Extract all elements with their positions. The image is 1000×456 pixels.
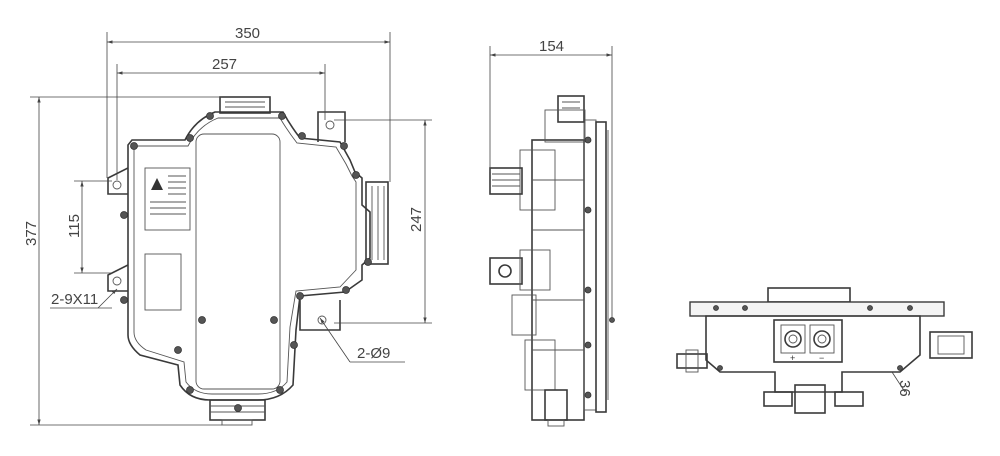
terminal-box: [773, 319, 843, 363]
front-inner-panel: [195, 133, 281, 390]
nameplate-blank: [144, 253, 182, 311]
front-view: [107, 96, 389, 426]
side-cover: [595, 121, 607, 413]
terminal-negative-label: −: [819, 353, 824, 363]
bottom-lower-connector-left: [763, 391, 793, 407]
dim-slot-spec: 2-9X11: [51, 291, 98, 308]
right-connector: [365, 181, 389, 265]
front-housing-outline: [127, 111, 371, 401]
right-side-connector: [929, 331, 973, 359]
top-connector: [219, 96, 271, 114]
bottom-lower-connector-right: [834, 391, 864, 407]
side-dimensions: 154: [489, 38, 613, 318]
dim-slot-pitch: 115: [66, 214, 83, 238]
bottom-top-plate: [767, 287, 851, 303]
terminal-positive-label: +: [790, 353, 795, 363]
dim-side-depth: 154: [539, 38, 564, 55]
bottom-body: [705, 315, 921, 393]
left-mount-ear-top: [107, 167, 129, 195]
bottom-flange: [689, 301, 945, 317]
dim-bottom-detail: 36: [896, 380, 913, 397]
bottom-bolts: [713, 305, 913, 371]
left-mount-ear-bottom: [107, 264, 129, 292]
side-bottom-connector: [544, 389, 568, 421]
side-view: [489, 95, 615, 427]
side-bracket-top: [489, 167, 523, 195]
side-body: [531, 139, 585, 421]
side-bolts: [584, 136, 615, 399]
front-bolts: [120, 112, 372, 412]
dim-height-overall: 377: [23, 221, 40, 246]
bottom-lower-connector-mid: [794, 384, 826, 414]
right-mount-ear-top: [317, 111, 346, 142]
right-mount-ear-bottom: [299, 300, 341, 331]
side-top-connector: [557, 95, 585, 123]
terminal-negative: [813, 330, 831, 348]
side-bracket-bottom: [489, 257, 523, 285]
dim-width-mount: 257: [212, 56, 237, 73]
terminal-positive: [784, 330, 802, 348]
left-side-connector: [676, 353, 708, 369]
front-dimensions: 350 257 377 247 115 2-9X11 2-Ø9: [23, 25, 432, 426]
warning-triangle-icon: [151, 178, 163, 190]
dim-height-mount: 247: [408, 207, 425, 232]
warning-label: [144, 167, 191, 231]
bottom-view: + − 36: [676, 287, 973, 414]
dim-width-overall: 350: [235, 25, 260, 42]
dim-hole-spec: 2-Ø9: [357, 345, 390, 362]
